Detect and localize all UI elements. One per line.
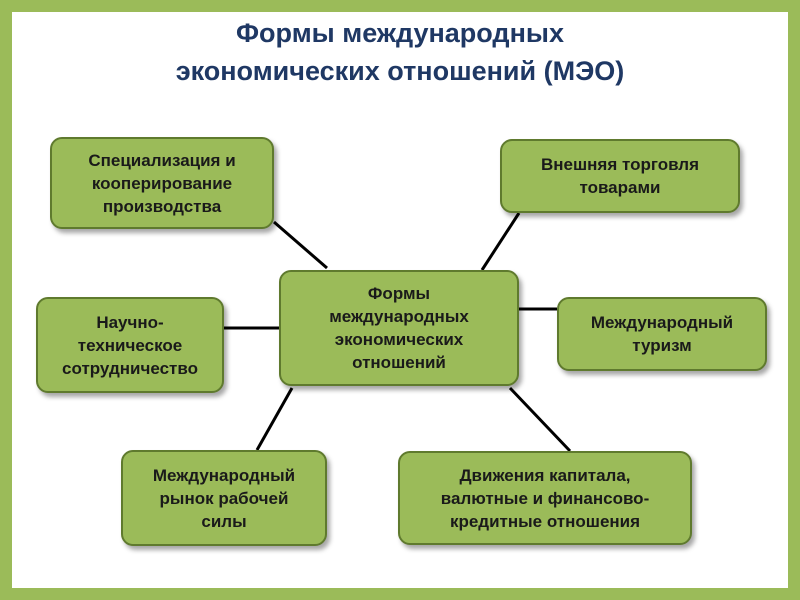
center-node: Формы международных экономических отноше… bbox=[279, 270, 519, 386]
title-line-2: экономических отношений (МЭО) bbox=[175, 56, 625, 86]
connector-labor bbox=[255, 387, 294, 451]
title-line-1: Формы международных bbox=[236, 18, 564, 48]
node-labor-market: Международный рынок рабочей силы bbox=[121, 450, 327, 546]
node-tourism: Международный туризм bbox=[557, 297, 767, 371]
node-foreign-trade-label: Внешняя торговля товарами bbox=[540, 155, 700, 197]
node-capital-movement-label: Движения капитала, валютные и финансово-… bbox=[440, 465, 650, 531]
node-specialization: Специализация и кооперирование производс… bbox=[50, 137, 274, 229]
connector-specialization bbox=[273, 220, 328, 270]
node-labor-market-label: Международный рынок рабочей силы bbox=[152, 465, 296, 531]
connector-trade bbox=[480, 212, 521, 271]
node-capital-movement: Движения капитала, валютные и финансово-… bbox=[398, 451, 692, 545]
center-node-label: Формы международных экономических отноше… bbox=[329, 284, 469, 372]
node-scientific-cooperation: Научно- техническое сотрудничество bbox=[36, 297, 224, 393]
connector-capital bbox=[508, 386, 572, 453]
node-scientific-cooperation-label: Научно- техническое сотрудничество bbox=[62, 312, 198, 378]
node-specialization-label: Специализация и кооперирование производс… bbox=[88, 150, 236, 216]
node-foreign-trade: Внешняя торговля товарами bbox=[500, 139, 740, 213]
page-title: Формы международных экономических отноше… bbox=[0, 14, 800, 90]
node-tourism-label: Международный туризм bbox=[590, 313, 734, 355]
